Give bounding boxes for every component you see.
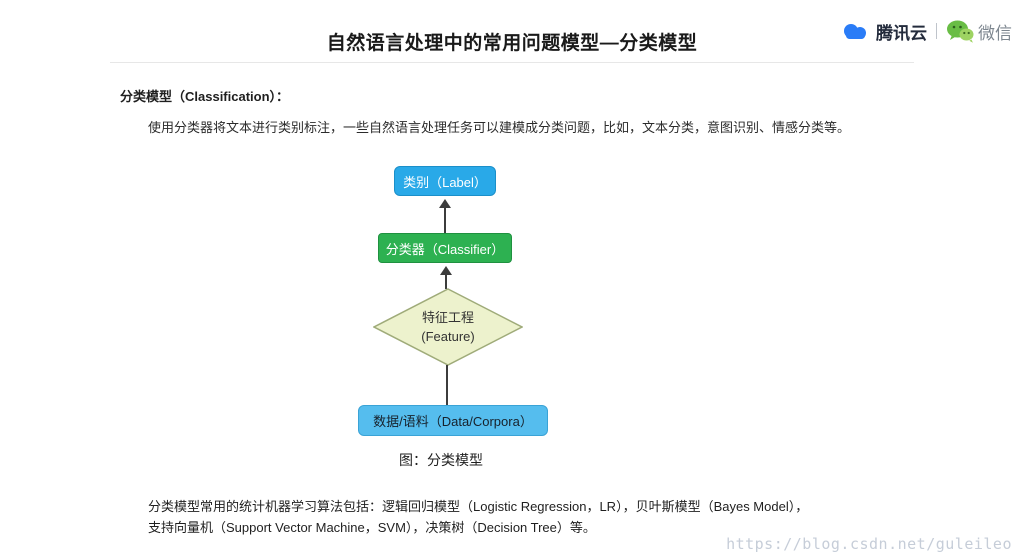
diagram-node-classifier: 分类器（Classifier） xyxy=(378,233,512,263)
diagram-caption: 图：分类模型 xyxy=(399,452,483,468)
feature-node-line1: 特征工程 xyxy=(421,309,474,325)
arrow-up-icon-2 xyxy=(440,266,452,275)
tencent-cloud-icon xyxy=(844,24,866,39)
connector-data-to-feature xyxy=(446,365,448,405)
data-node-text: 数据/语料（Data/Corpora） xyxy=(373,414,533,429)
feature-node-line2: (Feature) xyxy=(421,329,475,344)
algorithms-paragraph: 分类模型常用的统计机器学习算法包括：逻辑回归模型（Logistic Regres… xyxy=(148,499,809,535)
connector-feature-to-classifier xyxy=(445,275,447,289)
brand-area: 腾讯云 微信 xyxy=(838,16,1012,46)
watermark-text: https://blog.csdn.net/guleileo xyxy=(726,535,1012,553)
brand-separator xyxy=(936,23,937,39)
tencent-cloud-label: 腾讯云 xyxy=(876,23,927,43)
connector-classifier-to-label xyxy=(444,208,446,233)
diagram-node-data: 数据/语料（Data/Corpora） xyxy=(358,405,548,436)
page-title: 自然语言处理中的常用问题模型—分类模型 xyxy=(326,33,698,54)
label-node-text: 类别（Label） xyxy=(403,174,487,190)
arrow-up-icon-1 xyxy=(439,199,451,208)
diagram-node-feature: 特征工程 (Feature) xyxy=(373,288,523,366)
classifier-node-text: 分类器（Classifier） xyxy=(385,241,505,257)
intro-paragraph: 使用分类器将文本进行类别标注，一些自然语言处理任务可以建模成分类问题，比如，文本… xyxy=(148,120,851,135)
wechat-label: 微信 xyxy=(978,23,1012,43)
section-heading: 分类模型（Classification）： xyxy=(120,89,290,104)
header-divider xyxy=(110,62,914,63)
diamond-shape xyxy=(373,288,523,366)
wechat-icon xyxy=(947,20,974,43)
diagram-node-label: 类别（Label） xyxy=(394,166,496,196)
